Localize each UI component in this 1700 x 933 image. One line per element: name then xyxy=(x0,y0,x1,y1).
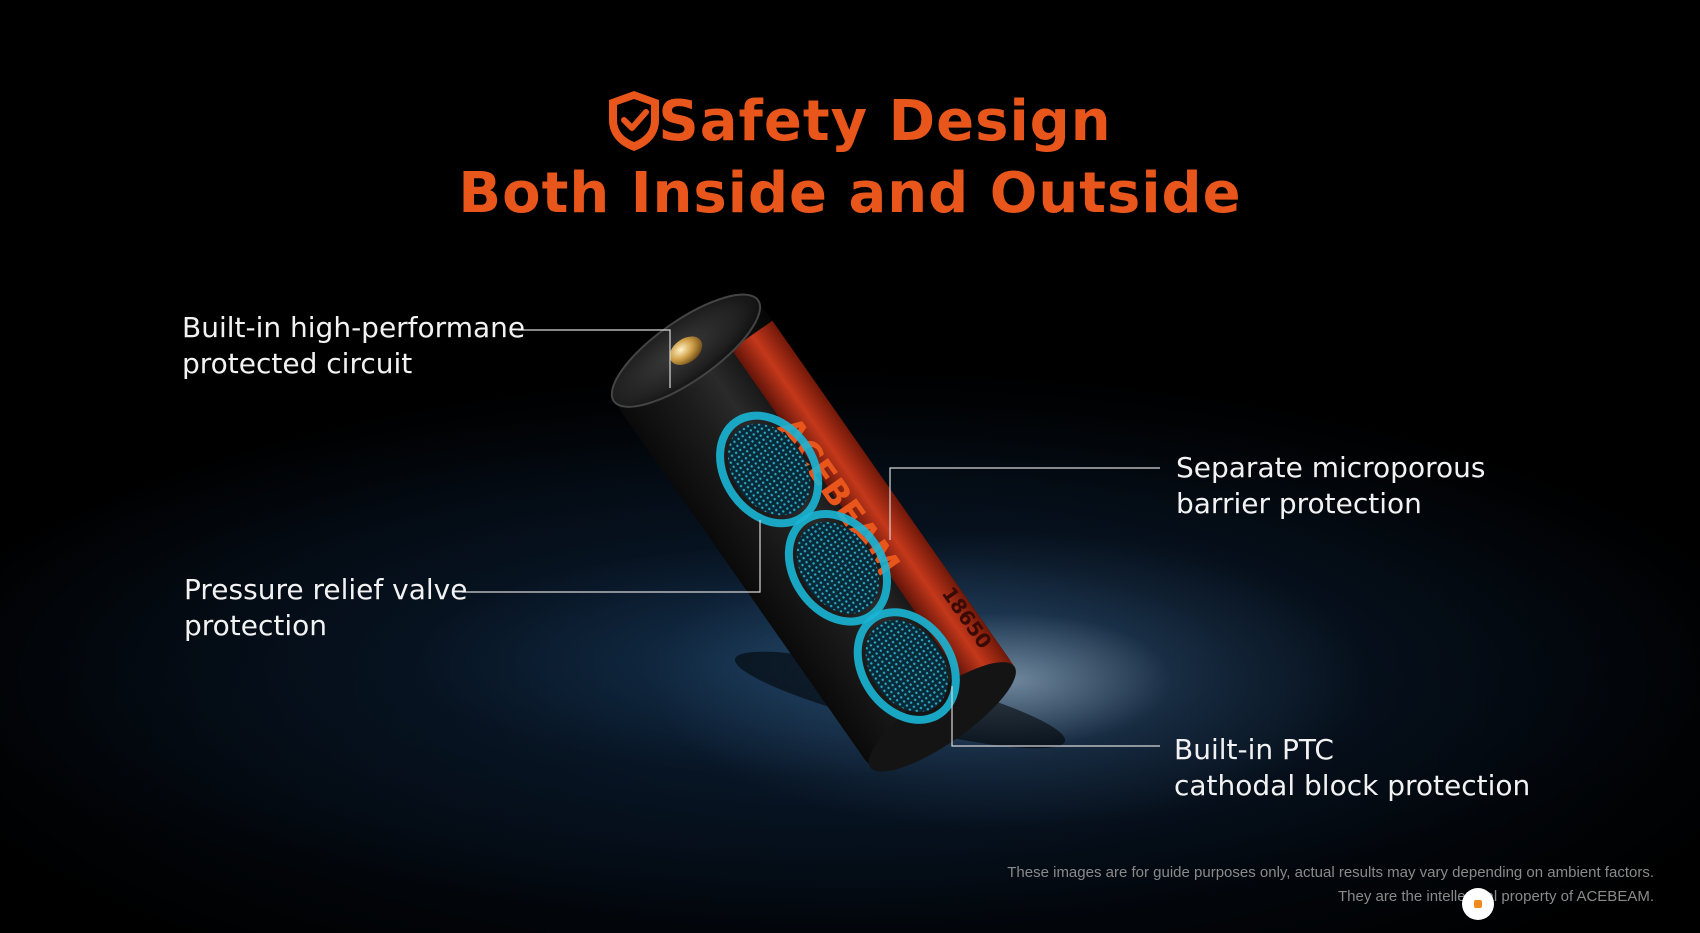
disclaimer-line-1: These images are for guide purposes only… xyxy=(1007,864,1654,881)
vent-2 xyxy=(784,509,891,626)
callout-line: Pressure relief valve xyxy=(184,573,468,606)
callout-line: Built-in high-performane xyxy=(182,311,526,344)
callout-line: barrier protection xyxy=(1176,487,1422,520)
shield-check-icon xyxy=(609,91,659,151)
callout-protected-circuit: Built-in high-performane protected circu… xyxy=(182,310,525,382)
callout-line: Separate microporous xyxy=(1176,451,1486,484)
callout-line: protection xyxy=(184,609,328,642)
headline-line-1: Safety Design xyxy=(658,89,1112,154)
floating-badge-icon[interactable] xyxy=(1462,888,1494,920)
callout-line: cathodal block protection xyxy=(1174,769,1531,802)
callout-ptc-protection: Built-in PTC cathodal block protection xyxy=(1174,732,1530,804)
headline-line-2: Both Inside and Outside xyxy=(458,161,1242,226)
callout-microporous-barrier: Separate microporous barrier protection xyxy=(1176,450,1485,522)
disclaimer-line-2: They are the intellectual property of AC… xyxy=(1338,888,1654,905)
callout-line: Built-in PTC xyxy=(1174,733,1334,766)
callout-pressure-relief-valve: Pressure relief valve protection xyxy=(184,572,467,644)
vent-3 xyxy=(853,608,960,724)
callout-line: protected circuit xyxy=(182,347,413,380)
